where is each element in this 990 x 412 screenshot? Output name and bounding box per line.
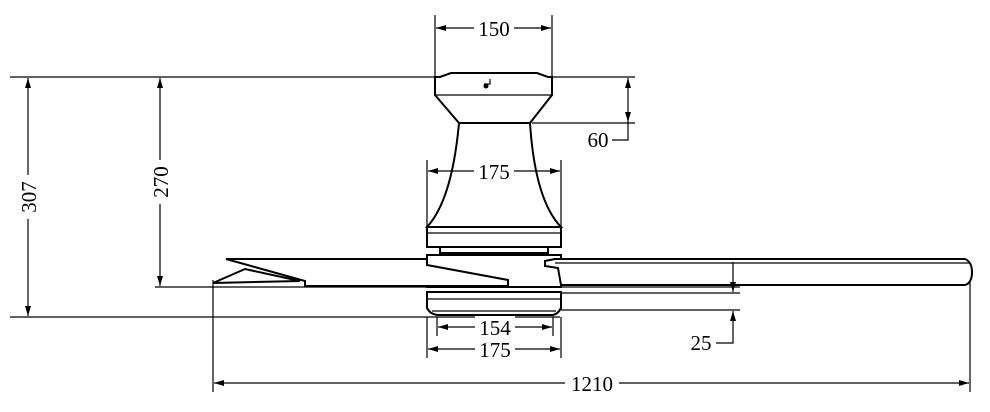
overall-height-label: 307 xyxy=(17,181,41,213)
blade-height-label: 270 xyxy=(149,166,173,198)
light-kit xyxy=(426,291,562,316)
right-blade xyxy=(544,258,974,286)
light-inner-width-label: 154 xyxy=(479,316,511,340)
left-blade xyxy=(225,258,509,287)
canopy-width-label: 150 xyxy=(478,17,510,41)
downrod-height-label: 60 xyxy=(588,128,609,152)
total-span-label: 1210 xyxy=(571,372,613,396)
light-outer-width-label: 175 xyxy=(479,338,511,362)
light-height-label: 25 xyxy=(691,331,712,355)
fan-body xyxy=(212,72,974,316)
body-width-label: 175 xyxy=(478,160,510,184)
canopy xyxy=(434,72,553,124)
